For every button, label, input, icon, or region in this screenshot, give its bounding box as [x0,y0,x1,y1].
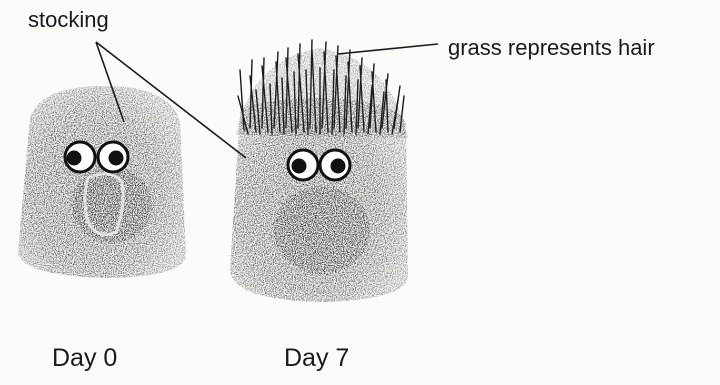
stocking-label: stocking [28,9,109,31]
grass-hair-label: grass represents hair [448,37,655,59]
day-0-caption: Day 0 [52,346,117,371]
grass-pointer [338,44,438,54]
grass-hair-texture [236,48,408,138]
day-7-caption: Day 7 [284,346,349,371]
day-0-head [18,86,186,278]
